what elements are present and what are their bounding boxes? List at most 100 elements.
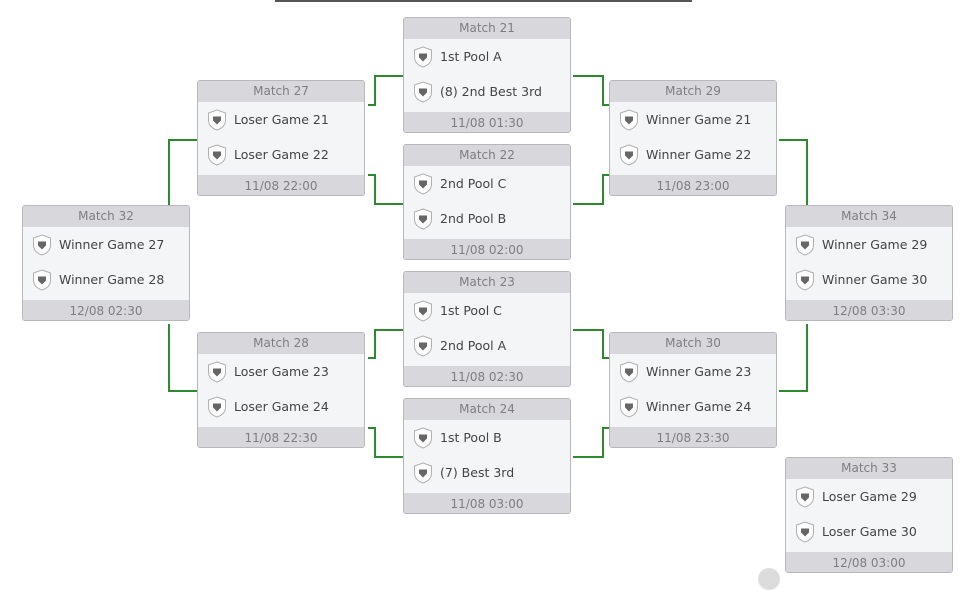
match-time: 11/08 22:30: [198, 427, 364, 447]
team-shield-icon: [33, 268, 51, 291]
match-time: 11/08 23:00: [610, 175, 776, 195]
team-shield-icon: [414, 426, 432, 449]
team-shield-icon: [796, 485, 814, 508]
team-name: Loser Game 23: [234, 364, 329, 379]
team-row[interactable]: Loser Game 22: [198, 137, 364, 172]
team-row[interactable]: Loser Game 24: [198, 389, 364, 424]
team-name: Loser Game 29: [822, 489, 917, 504]
team-row[interactable]: (8) 2nd Best 3rd: [404, 74, 570, 109]
team-name: Winner Game 24: [646, 399, 752, 414]
connector-28-32: [168, 324, 198, 392]
match-time: 11/08 02:30: [404, 366, 570, 386]
team-row[interactable]: 2nd Pool C: [404, 166, 570, 201]
team-row[interactable]: 1st Pool C: [404, 293, 570, 328]
team-name: Winner Game 21: [646, 112, 752, 127]
team-row[interactable]: 1st Pool A: [404, 39, 570, 74]
team-shield-icon: [414, 299, 432, 322]
match-card-27[interactable]: Match 27 Loser Game 21 Loser Game 22 11/…: [197, 80, 365, 196]
team-name: Winner Game 23: [646, 364, 752, 379]
match-title: Match 24: [404, 399, 570, 420]
team-name: 2nd Pool C: [440, 176, 507, 191]
team-row[interactable]: (7) Best 3rd: [404, 455, 570, 490]
team-row[interactable]: Winner Game 27: [23, 227, 189, 262]
team-row[interactable]: Loser Game 30: [786, 514, 952, 549]
match-title: Match 30: [610, 333, 776, 354]
match-title: Match 23: [404, 272, 570, 293]
team-row[interactable]: Loser Game 21: [198, 102, 364, 137]
team-shield-icon: [796, 233, 814, 256]
team-row[interactable]: Loser Game 29: [786, 479, 952, 514]
team-shield-icon: [208, 395, 226, 418]
team-row[interactable]: 2nd Pool B: [404, 201, 570, 236]
team-name: Loser Game 24: [234, 399, 329, 414]
team-name: 1st Pool A: [440, 49, 502, 64]
team-name: Winner Game 30: [822, 272, 928, 287]
team-shield-icon: [33, 233, 51, 256]
match-card-33[interactable]: Match 33 Loser Game 29 Loser Game 30 12/…: [785, 457, 953, 573]
team-shield-icon: [620, 360, 638, 383]
match-time: 11/08 01:30: [404, 112, 570, 132]
team-name: Winner Game 28: [59, 272, 165, 287]
connector-24-28: [368, 427, 404, 458]
team-row[interactable]: Winner Game 24: [610, 389, 776, 424]
team-name: Loser Game 21: [234, 112, 329, 127]
connector-24-30: [573, 427, 610, 458]
connector-23-30: [573, 329, 610, 359]
team-shield-icon: [414, 334, 432, 357]
team-row[interactable]: 1st Pool B: [404, 420, 570, 455]
team-row[interactable]: Winner Game 29: [786, 227, 952, 262]
team-name: Loser Game 22: [234, 147, 329, 162]
match-time: 11/08 23:30: [610, 427, 776, 447]
team-shield-icon: [414, 172, 432, 195]
connector-23-28: [368, 329, 404, 359]
scroll-indicator[interactable]: [758, 568, 780, 590]
connector-22-27: [368, 174, 404, 205]
match-card-30[interactable]: Match 30 Winner Game 23 Winner Game 24 1…: [609, 332, 777, 448]
connector-21-29: [573, 75, 610, 106]
connector-21-27: [368, 75, 404, 106]
connector-30-34: [779, 324, 808, 392]
match-card-32[interactable]: Match 32 Winner Game 27 Winner Game 28 1…: [22, 205, 190, 321]
connector-22-29: [573, 174, 610, 205]
match-card-29[interactable]: Match 29 Winner Game 21 Winner Game 22 1…: [609, 80, 777, 196]
match-title: Match 21: [404, 18, 570, 39]
team-name: Winner Game 27: [59, 237, 165, 252]
match-time: 12/08 03:30: [786, 300, 952, 320]
match-title: Match 22: [404, 145, 570, 166]
team-row[interactable]: Winner Game 21: [610, 102, 776, 137]
team-shield-icon: [796, 520, 814, 543]
match-card-22[interactable]: Match 22 2nd Pool C 2nd Pool B 11/08 02:…: [403, 144, 571, 260]
team-shield-icon: [414, 80, 432, 103]
team-row[interactable]: Loser Game 23: [198, 354, 364, 389]
team-shield-icon: [620, 395, 638, 418]
team-name: (8) 2nd Best 3rd: [440, 84, 542, 99]
connector-29-34: [779, 139, 808, 206]
match-card-24[interactable]: Match 24 1st Pool B (7) Best 3rd 11/08 0…: [403, 398, 571, 514]
team-shield-icon: [208, 108, 226, 131]
team-name: 2nd Pool A: [440, 338, 507, 353]
match-title: Match 33: [786, 458, 952, 479]
team-shield-icon: [414, 45, 432, 68]
team-shield-icon: [414, 207, 432, 230]
match-card-21[interactable]: Match 21 1st Pool A (8) 2nd Best 3rd 11/…: [403, 17, 571, 133]
team-row[interactable]: Winner Game 22: [610, 137, 776, 172]
match-title: Match 29: [610, 81, 776, 102]
header-divider: [275, 0, 692, 2]
team-shield-icon: [620, 108, 638, 131]
team-shield-icon: [414, 461, 432, 484]
match-card-28[interactable]: Match 28 Loser Game 23 Loser Game 24 11/…: [197, 332, 365, 448]
team-row[interactable]: Winner Game 28: [23, 262, 189, 297]
match-time: 11/08 22:00: [198, 175, 364, 195]
team-name: Loser Game 30: [822, 524, 917, 539]
team-row[interactable]: Winner Game 23: [610, 354, 776, 389]
team-name: 1st Pool C: [440, 303, 502, 318]
team-name: (7) Best 3rd: [440, 465, 515, 480]
team-row[interactable]: 2nd Pool A: [404, 328, 570, 363]
match-card-34[interactable]: Match 34 Winner Game 29 Winner Game 30 1…: [785, 205, 953, 321]
match-card-23[interactable]: Match 23 1st Pool C 2nd Pool A 11/08 02:…: [403, 271, 571, 387]
team-name: Winner Game 22: [646, 147, 752, 162]
match-title: Match 34: [786, 206, 952, 227]
match-time: 12/08 02:30: [23, 300, 189, 320]
team-row[interactable]: Winner Game 30: [786, 262, 952, 297]
match-title: Match 32: [23, 206, 189, 227]
